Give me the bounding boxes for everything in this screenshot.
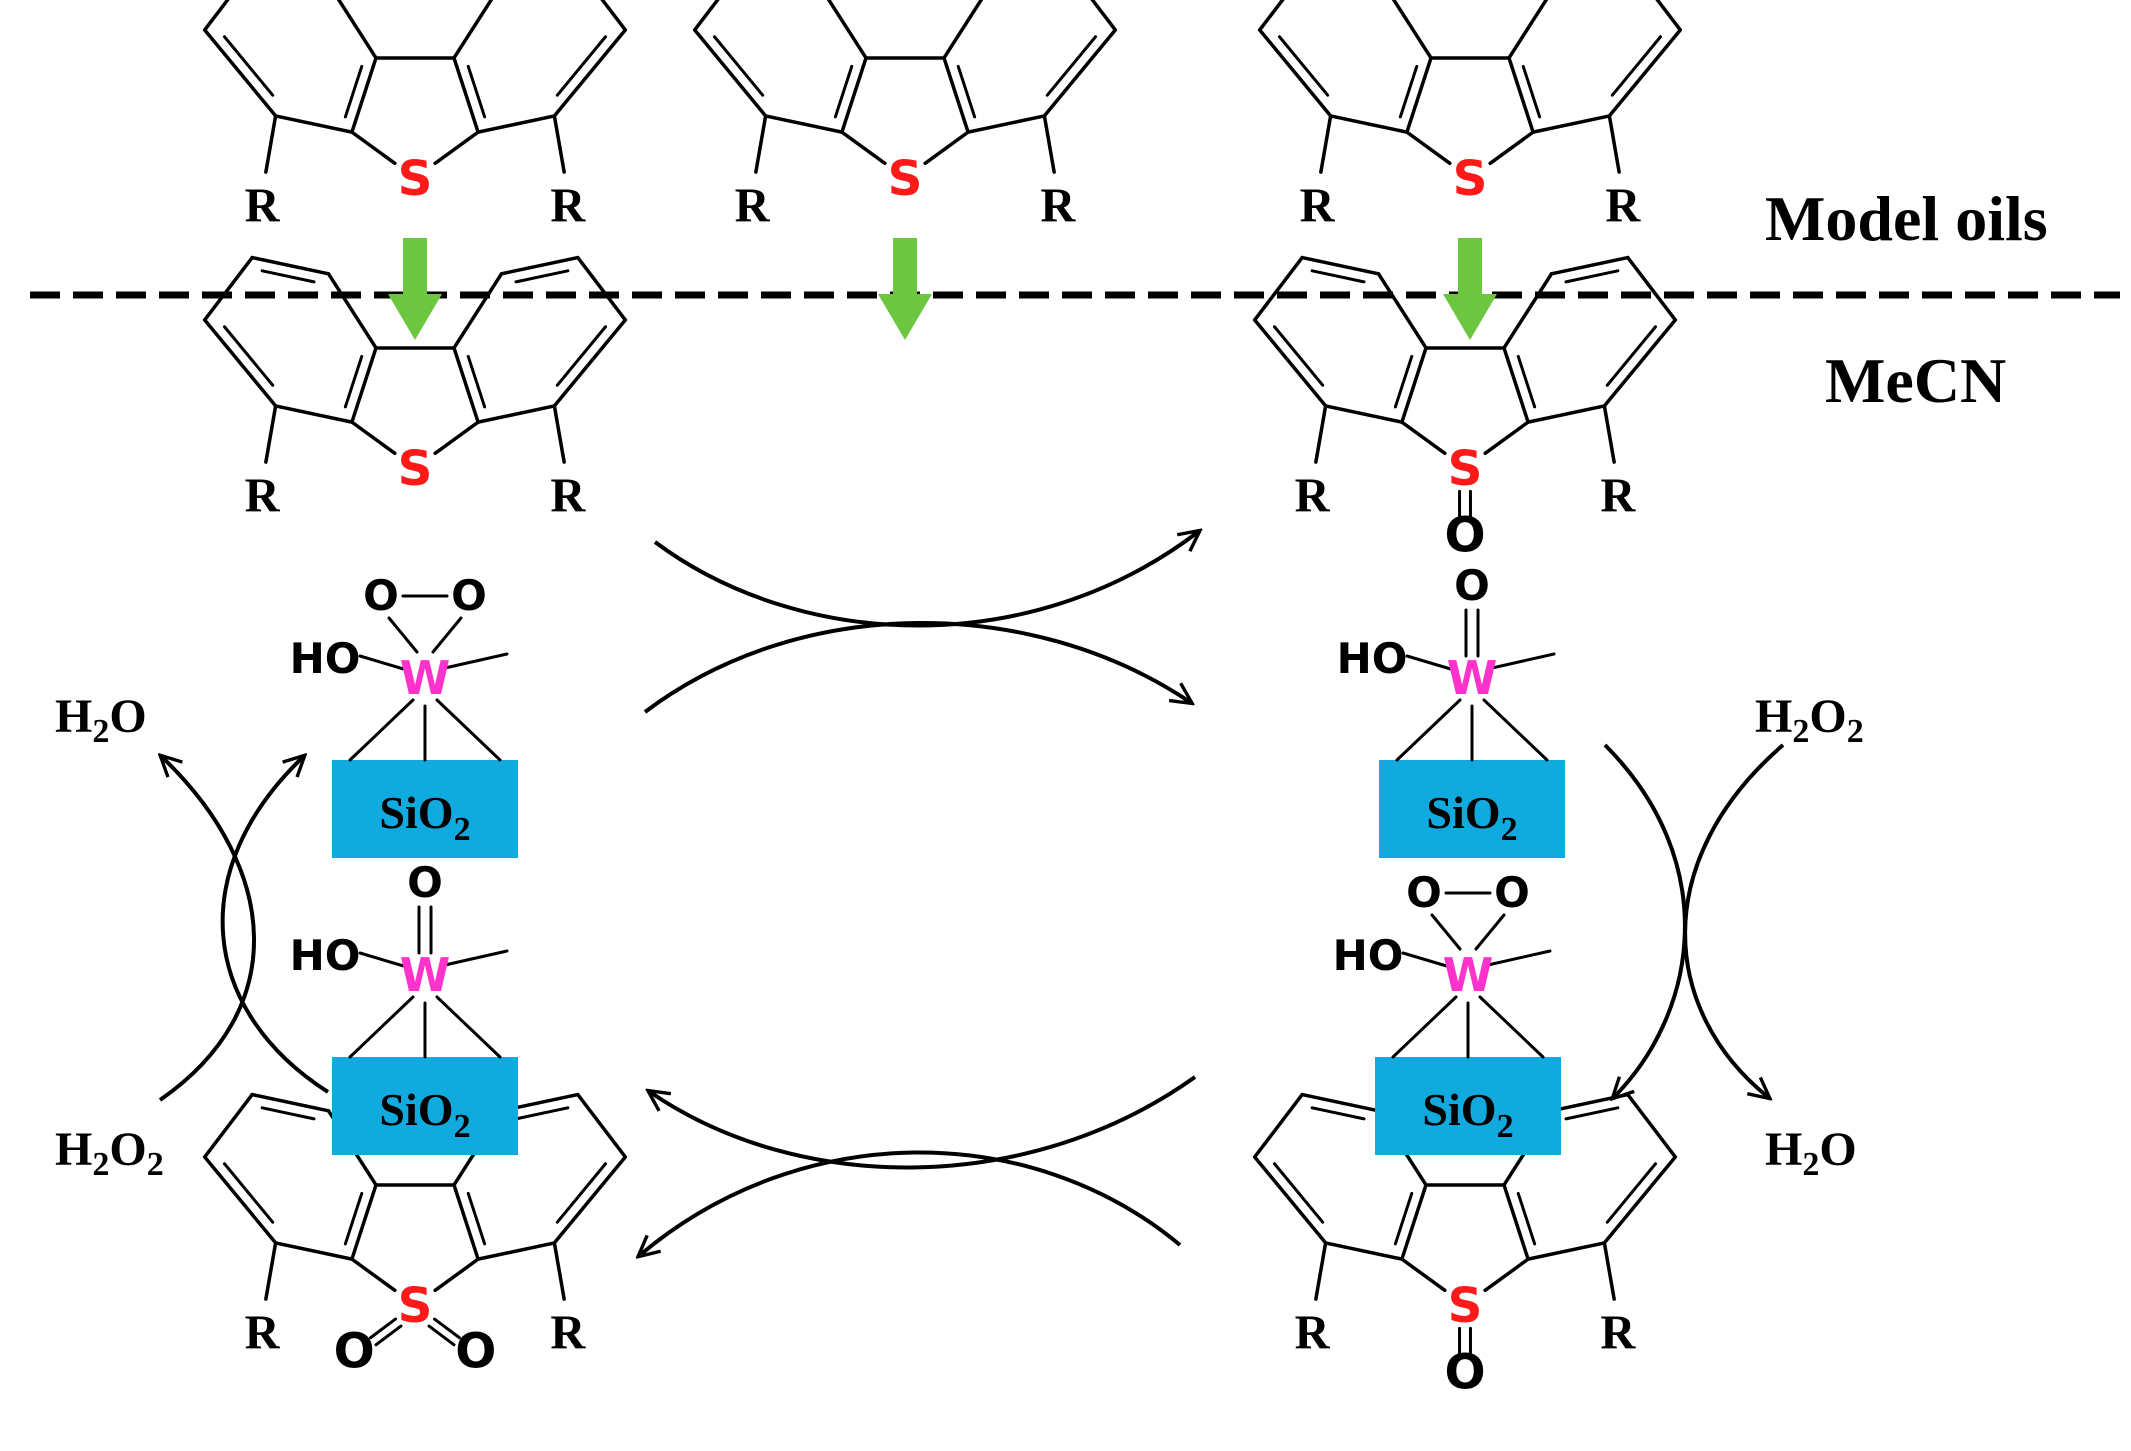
hydroxyl-group: HO <box>290 931 361 980</box>
hydroxyl-group: HO <box>290 634 361 683</box>
svg-text:H2O: H2O <box>55 690 147 750</box>
svg-text:H2O2: H2O2 <box>1755 690 1864 750</box>
substituent-r: R <box>1605 180 1641 233</box>
tungsten-peroxo-catalyst-left: SiO2 HO WO O <box>290 571 518 858</box>
substituent-r: R <box>550 180 586 233</box>
silica-label: SiO2 <box>379 1084 470 1145</box>
label-h2o-right: H2O <box>1765 1123 1857 1183</box>
oxygen-atom: O <box>363 571 399 620</box>
sulfur-atom: S <box>398 151 433 207</box>
label-model-oils: Model oils <box>1765 183 2048 254</box>
tungsten-peroxo-catalyst-right: SiO2 HO WO O <box>1333 868 1561 1155</box>
sulfur-atom: S <box>1448 1278 1483 1334</box>
hydroxyl-group: HO <box>1333 931 1404 980</box>
reaction-arrows <box>160 532 1785 1255</box>
sulfur-atom: S <box>1453 151 1488 207</box>
substituent-r: R <box>1300 180 1336 233</box>
substituent-r: R <box>550 470 586 523</box>
substituent-r: R <box>1600 470 1636 523</box>
substituent-r: R <box>245 180 281 233</box>
oxygen-atom: O <box>1494 868 1530 917</box>
sulfur-atom: S <box>1448 441 1483 497</box>
silica-support <box>332 1057 518 1155</box>
substituent-r: R <box>245 470 281 523</box>
oxygen-atom: O <box>1454 561 1490 610</box>
curved-arrow-icon <box>643 620 1190 714</box>
oxygen-atom: O <box>1444 507 1485 563</box>
substituent-r: R <box>735 180 771 233</box>
sulfur-atom: S <box>888 151 923 207</box>
curved-arrow-icon <box>160 757 256 1102</box>
oxygen-atom: O <box>334 1323 375 1379</box>
label-h2o2-right: H2O2 <box>1755 690 1864 750</box>
tungsten-oxo-catalyst-right: SiO2 HO WO <box>1337 561 1565 858</box>
substituent-r: R <box>550 1307 586 1360</box>
sulfur-atom: S <box>398 441 433 497</box>
tungsten-oxo-catalyst-left: SiO2 HO WO <box>290 858 518 1155</box>
silica-label: SiO2 <box>379 787 470 848</box>
oxygen-atom: O <box>455 1323 496 1379</box>
substituent-r: R <box>1600 1307 1636 1360</box>
label-mecn: MeCN <box>1825 345 2006 416</box>
silica-support <box>332 760 518 858</box>
curved-arrow-icon <box>650 1075 1197 1170</box>
curved-arrow-icon <box>220 757 330 1094</box>
curved-arrow-icon <box>640 1150 1182 1255</box>
oxygen-atom: O <box>1406 868 1442 917</box>
substituent-r: R <box>1040 180 1076 233</box>
tungsten-atom: W <box>400 948 451 1002</box>
svg-text:H2O: H2O <box>1765 1123 1857 1183</box>
substituent-r: R <box>245 1307 281 1360</box>
sulfur-atom: S <box>398 1278 433 1334</box>
silica-support <box>1375 1057 1561 1155</box>
oxygen-atom: O <box>407 858 443 907</box>
transfer-arrows <box>388 238 1497 340</box>
curved-arrow-icon <box>1683 743 1785 1097</box>
green-down-arrow-icon <box>878 238 932 340</box>
silica-label: SiO2 <box>1422 1084 1513 1145</box>
tungsten-atom: W <box>1447 651 1498 705</box>
label-h2o-left: H2O <box>55 690 147 750</box>
sulfoxide-product-top: S R R O <box>1252 255 1678 563</box>
svg-text:H2O2: H2O2 <box>55 1123 164 1183</box>
silica-label: SiO2 <box>1426 787 1517 848</box>
green-down-arrow-icon <box>1443 238 1497 340</box>
green-down-arrow-icon <box>388 238 442 340</box>
curved-arrow-icon <box>653 532 1198 628</box>
curved-arrow-icon <box>1603 743 1687 1097</box>
tungsten-atom: W <box>1443 948 1494 1002</box>
tungsten-atom: W <box>400 651 451 705</box>
substituent-r: R <box>1295 1307 1331 1360</box>
silica-support <box>1379 760 1565 858</box>
label-h2o2-left: H2O2 <box>55 1123 164 1183</box>
substituent-r: R <box>1295 470 1331 523</box>
hydroxyl-group: HO <box>1337 634 1408 683</box>
oxygen-atom: O <box>1444 1344 1485 1400</box>
oxygen-atom: O <box>451 571 487 620</box>
